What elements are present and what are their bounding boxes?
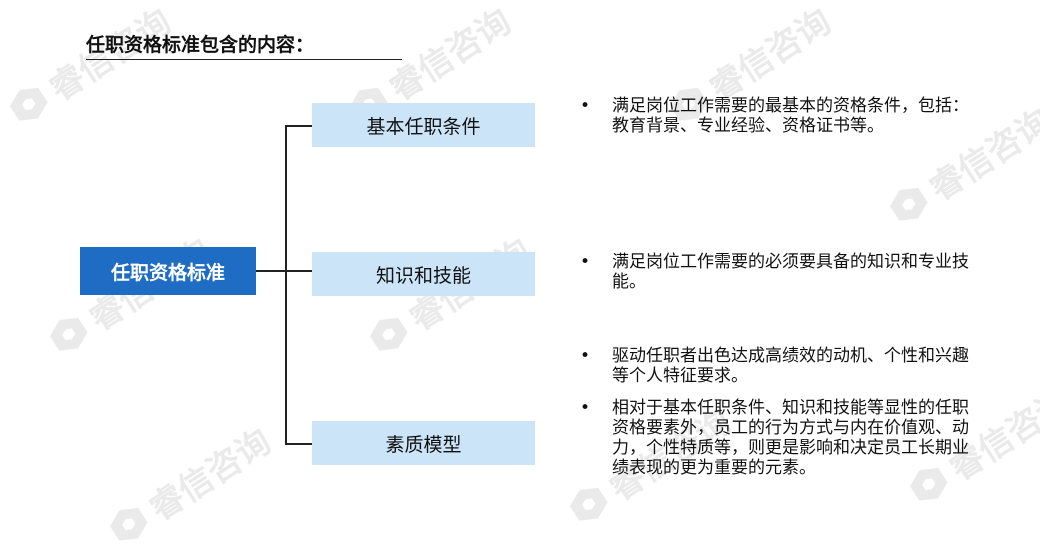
connector-vertical — [285, 125, 287, 444]
node-competency-model: 素质模型 — [312, 421, 535, 465]
node-basic-requirements: 基本任职条件 — [312, 103, 535, 147]
node-knowledge-skills: 知识和技能 — [312, 252, 535, 296]
description-list-competency: 驱动任职者出色达成高绩效的动机、个性和兴趣等个人特征要求。 相对于基本任职条件、… — [580, 346, 980, 490]
watermark-logo-icon — [365, 311, 412, 358]
connector-branch-1 — [285, 125, 312, 127]
root-node: 任职资格标准 — [80, 247, 256, 295]
page-title: 任职资格标准包含的内容： — [86, 30, 402, 60]
watermark-logo-icon — [885, 181, 932, 228]
watermark-logo-icon — [45, 311, 92, 358]
watermark-logo-icon — [105, 501, 152, 548]
description-list-basic: 满足岗位工作需要的最基本的资格条件，包括：教育背景、专业经验、资格证书等。 — [580, 96, 980, 148]
description-item: 驱动任职者出色达成高绩效的动机、个性和兴趣等个人特征要求。 — [580, 346, 980, 386]
watermark-logo-icon — [5, 81, 52, 128]
connector-root-stub — [256, 270, 286, 272]
description-list-knowledge: 满足岗位工作需要的必须要具备的知识和专业技能。 — [580, 252, 980, 304]
watermark: 睿信咨询 — [1, 0, 179, 134]
description-item: 满足岗位工作需要的最基本的资格条件，包括：教育背景、专业经验、资格证书等。 — [580, 96, 980, 136]
watermark: 睿信咨询 — [101, 415, 279, 554]
connector-branch-2 — [285, 270, 312, 272]
connector-branch-3 — [285, 443, 312, 445]
description-item: 相对于基本任职条件、知识和技能等显性的任职资格要素外，员工的行为方式与内在价值观… — [580, 398, 980, 478]
description-item: 满足岗位工作需要的必须要具备的知识和专业技能。 — [580, 252, 980, 292]
